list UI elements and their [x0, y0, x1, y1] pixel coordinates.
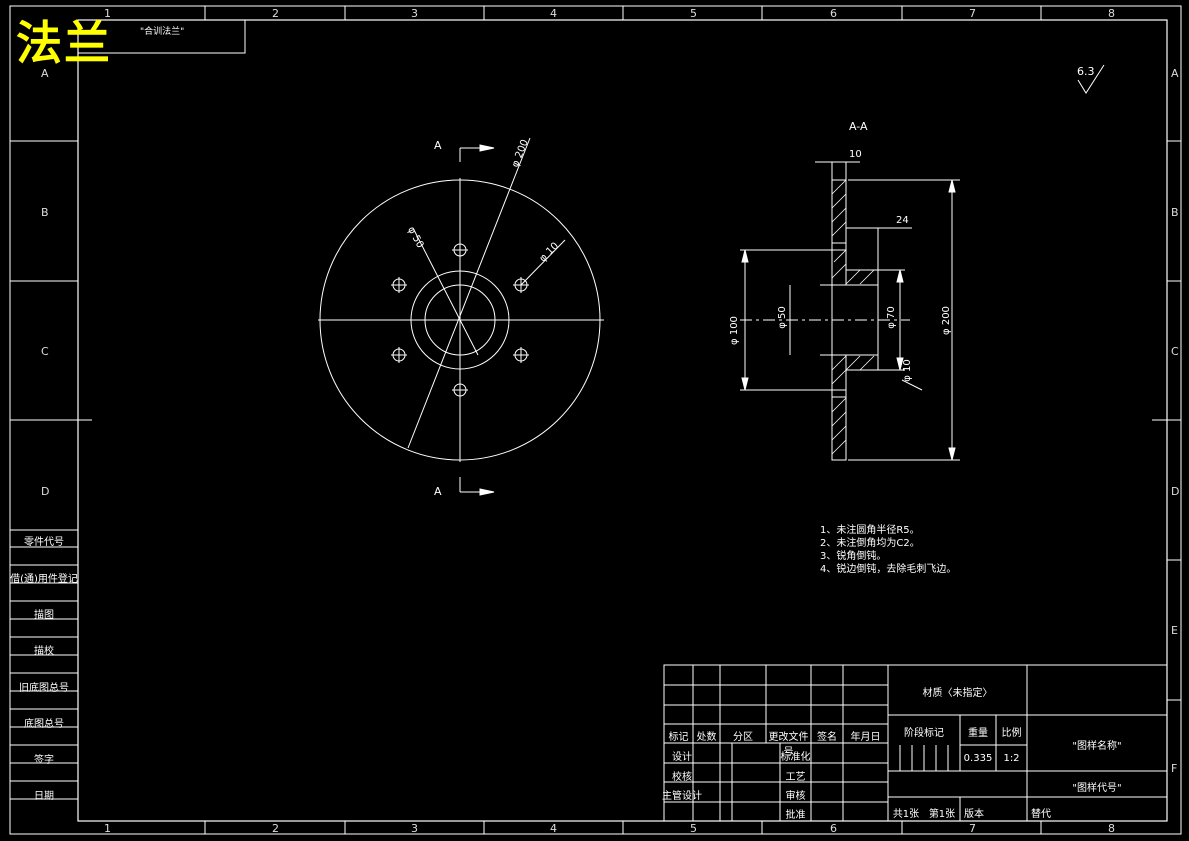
left-label-trace-check: 描校: [34, 646, 54, 657]
tb-drawing-code: "图样代号": [1072, 783, 1122, 794]
dim-section-l24: 24: [896, 215, 909, 226]
roughness-symbol: [1077, 64, 1105, 94]
drawing-title: 法兰: [16, 16, 112, 70]
left-label-part-code: 零件代号: [24, 537, 64, 548]
section-mark-bottom: A: [434, 485, 442, 498]
note-3: 3、锐角倒钝。: [820, 551, 887, 562]
zone-col-3-bottom: 3: [411, 822, 418, 835]
title-box: [77, 19, 246, 54]
zone-col-4: 4: [550, 7, 557, 20]
zone-ticks: [10, 6, 1181, 834]
dim-section-d100: φ 100: [728, 316, 740, 345]
tb-scale-label: 比例: [1001, 728, 1022, 739]
zone-col-6-bottom: 6: [830, 822, 837, 835]
left-label-old-base: 旧底图总号: [19, 683, 69, 694]
zone-row-b-right: B: [1171, 206, 1179, 219]
tb-hdr-zone: 分区: [733, 732, 753, 743]
section-mark-top: A: [434, 139, 442, 152]
tb-replace: 替代: [1031, 809, 1051, 820]
tb-drawing-name: "图样名称": [1072, 741, 1122, 752]
zone-row-c: C: [41, 345, 49, 358]
tb-hdr-sign: 签名: [817, 732, 837, 743]
zone-col-4-bottom: 4: [550, 822, 557, 835]
note-4: 4、锐边倒钝，去除毛刺飞边。: [820, 564, 957, 575]
tb-sheet-no: 第1张: [928, 809, 956, 820]
zone-col-8: 8: [1108, 7, 1115, 20]
left-label-signature: 签字: [34, 755, 54, 766]
tb-weight-label: 重量: [968, 728, 988, 739]
tb-scale-value: 1:2: [1003, 753, 1020, 764]
section-view: [740, 161, 960, 461]
tb-role-design: 设计: [672, 752, 692, 763]
left-label-trace: 描图: [34, 610, 54, 621]
zone-col-2-bottom: 2: [272, 822, 279, 835]
zone-col-1: 1: [104, 7, 111, 20]
tb-material: 材质〈未指定〉: [922, 688, 993, 699]
tb-role-approve: 批准: [785, 810, 806, 821]
front-view: [318, 137, 604, 496]
zone-row-f-right: F: [1171, 762, 1178, 775]
zone-row-a-right: A: [1171, 67, 1179, 80]
bolt-holes: [391, 242, 529, 398]
zone-col-3: 3: [411, 7, 418, 20]
drawing-subtitle: "合训法兰": [140, 27, 185, 37]
tb-role-chief: 主管设计: [662, 791, 702, 802]
zone-row-d-right: D: [1171, 485, 1180, 498]
tb-role-standard: 标准化: [780, 752, 811, 763]
dim-section-d70: φ 70: [885, 306, 897, 329]
outer-frame: [9, 5, 1182, 835]
left-label-date: 日期: [34, 791, 54, 802]
zone-row-b: B: [41, 206, 49, 219]
tb-stage-mark: 阶段标记: [904, 728, 944, 739]
note-1: 1、未注圆角半径R5。: [820, 525, 920, 536]
zone-row-d: D: [41, 485, 50, 498]
zone-col-8-bottom: 8: [1108, 822, 1115, 835]
zone-col-7: 7: [969, 7, 976, 20]
roughness-value: 6.3: [1077, 65, 1095, 78]
left-label-borrow: 借(通)用件登记: [10, 574, 78, 585]
tb-version: 版本: [964, 809, 984, 820]
zone-row-a: A: [41, 67, 49, 80]
dim-section-d10: φ 10: [901, 359, 913, 382]
dim-section-d200: φ 200: [940, 306, 952, 335]
dim-section-t10: 10: [849, 149, 862, 160]
left-label-base: 底图总号: [24, 719, 64, 730]
zone-row-c-right: C: [1171, 345, 1179, 358]
tb-role-process: 工艺: [785, 772, 806, 783]
zone-col-1-bottom: 1: [104, 822, 111, 835]
tb-role-check: 校核: [672, 772, 692, 783]
section-title: A-A: [849, 120, 868, 133]
tb-hdr-count: 处数: [696, 732, 717, 743]
tb-role-review: 审核: [785, 791, 806, 802]
zone-row-e-right: E: [1171, 624, 1178, 637]
tb-hdr-change-doc: 更改文件号: [768, 732, 809, 758]
zone-col-6: 6: [830, 7, 837, 20]
dim-section-d50: φ 50: [776, 306, 788, 329]
title-block-grid: [663, 664, 1168, 822]
tb-hdr-date: 年月日: [850, 732, 881, 743]
tb-weight-value: 0.335: [963, 753, 993, 764]
note-2: 2、未注倒角均为C2。: [820, 538, 920, 549]
zone-col-2: 2: [272, 7, 279, 20]
inner-frame: [77, 19, 1168, 822]
zone-col-5-bottom: 5: [690, 822, 697, 835]
zone-col-7-bottom: 7: [969, 822, 976, 835]
tb-hdr-mark: 标记: [668, 732, 689, 743]
left-block-grid: [10, 529, 78, 800]
tb-sheets-total: 共1张: [892, 809, 920, 820]
zone-col-5: 5: [690, 7, 697, 20]
